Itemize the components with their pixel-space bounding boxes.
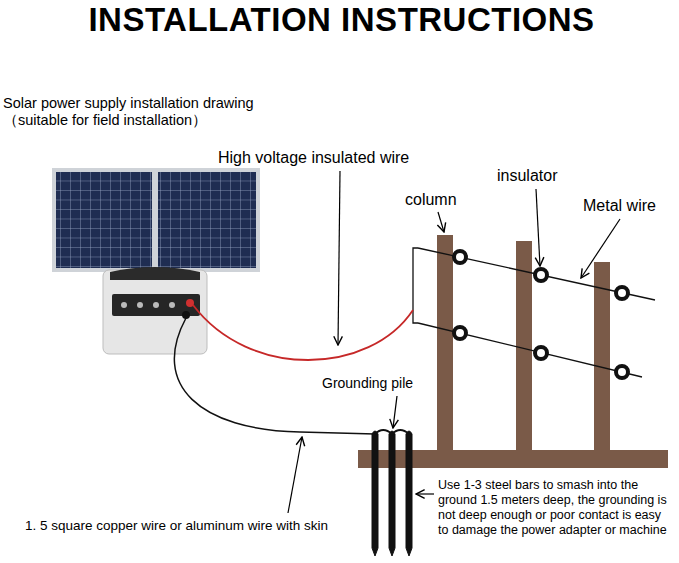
note-text: Use 1-3 steel bars to smash into the gro… [438, 478, 670, 538]
insulator-ring [535, 269, 547, 281]
solar-panel [52, 168, 260, 272]
panel-cells [158, 172, 256, 268]
leader-arrow [393, 396, 397, 428]
steel-rod [372, 431, 378, 556]
fence-post [594, 262, 610, 452]
insulator-ring [454, 327, 466, 339]
steel-rod [389, 431, 395, 556]
fence-post [437, 235, 453, 452]
knob [153, 302, 159, 308]
panel-frame [154, 168, 260, 272]
box-cap [110, 267, 200, 280]
leader-arrow [581, 219, 620, 278]
insulator-ring [535, 347, 547, 359]
leader-arrow [438, 212, 444, 232]
part-label: column [405, 190, 457, 209]
fence [358, 235, 668, 468]
leader-lines [288, 171, 620, 513]
wire-jumper [413, 248, 418, 323]
steel-rod [406, 431, 412, 556]
ground-terminal [182, 311, 190, 319]
knob [121, 302, 127, 308]
part-label: High voltage insulated wire [218, 148, 409, 167]
rod-link [375, 430, 409, 434]
knob [137, 302, 143, 308]
part-label: insulator [497, 166, 557, 185]
leader-arrow [536, 189, 540, 266]
subtitle: Solar power supply installation drawing … [3, 95, 303, 130]
panel-frame [52, 168, 156, 272]
insulator-group [454, 251, 628, 378]
high-voltage-wire [193, 305, 413, 360]
grounding-pile [372, 430, 412, 556]
page-title: INSTALLATION INSTRUCTIONS [2, 0, 679, 40]
wire-note: 1. 5 square copper wire or aluminum wire… [25, 518, 328, 534]
metal-wire [418, 248, 655, 300]
ground-plank [358, 450, 668, 468]
insulator-ring [616, 287, 628, 299]
part-label: Metal wire [583, 196, 656, 215]
insulator-ring [616, 366, 628, 378]
panel-cells [56, 172, 152, 268]
leader-arrow [288, 437, 302, 513]
knob [169, 302, 175, 308]
metal-wire [418, 323, 642, 377]
box-body [103, 270, 207, 354]
part-label: Grounding pile [322, 375, 413, 392]
power-supply-box [103, 267, 207, 354]
insulator-ring [454, 251, 466, 263]
leader-arrow [338, 171, 340, 345]
leader-arrow [416, 493, 434, 494]
